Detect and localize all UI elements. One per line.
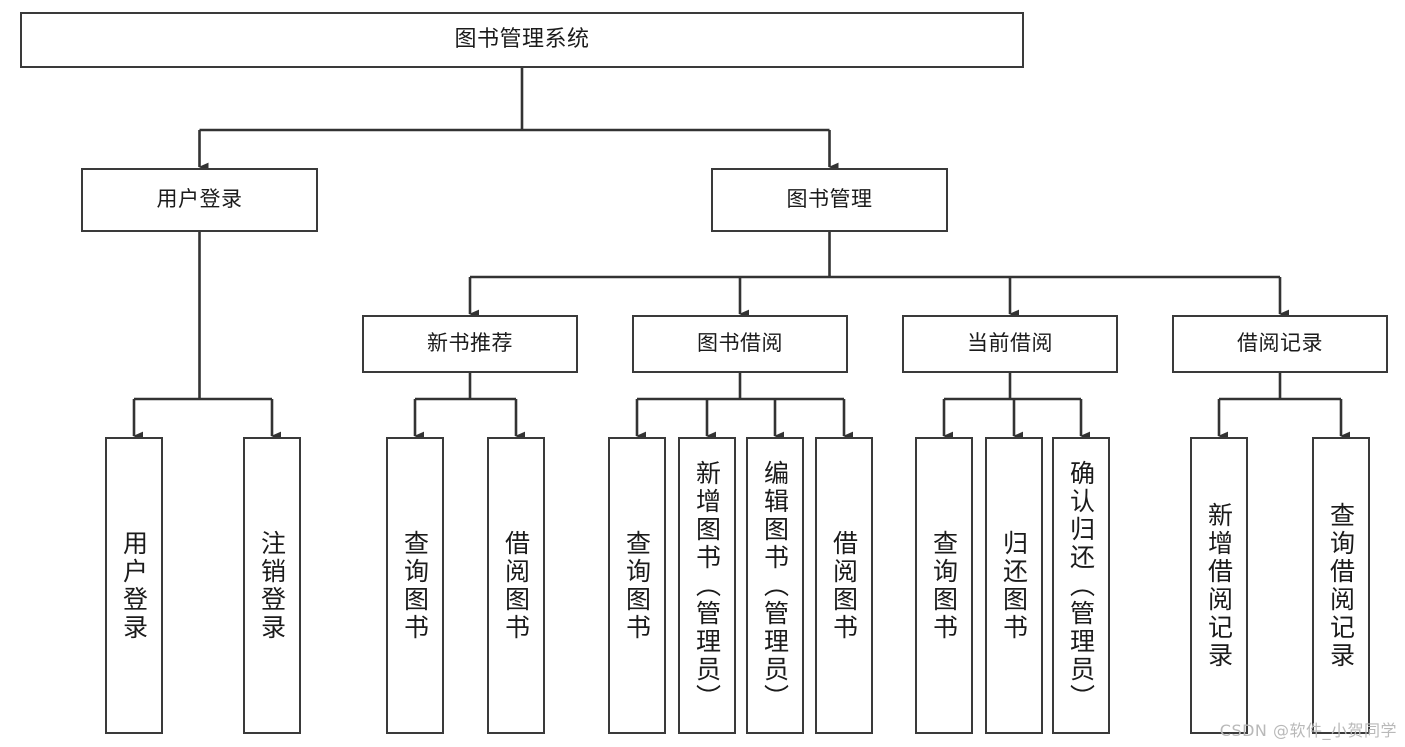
leaf-add-book-admin[interactable]: 新增图书（管理员） [678, 437, 736, 734]
node-root-label: 图书管理系统 [454, 26, 590, 52]
leaf-return-book-label: 归还图书 [999, 529, 1029, 642]
node-new-book-recommend-label: 新书推荐 [427, 331, 513, 356]
leaf-borrow-query-book[interactable]: 查询图书 [608, 437, 666, 734]
leaf-user-login-label: 用户登录 [119, 529, 149, 642]
leaf-confirm-return-admin-label: 确认归还（管理员） [1066, 459, 1096, 712]
leaf-new-query-book[interactable]: 查询图书 [386, 437, 444, 734]
leaf-borrow-query-book-label: 查询图书 [622, 529, 652, 642]
leaf-current-query-book-label: 查询图书 [929, 529, 959, 642]
leaf-current-query-book[interactable]: 查询图书 [915, 437, 973, 734]
leaf-add-book-admin-label: 新增图书（管理员） [692, 459, 722, 712]
node-book-management-label: 图书管理 [786, 187, 873, 212]
node-user-login-label: 用户登录 [156, 187, 243, 212]
node-root[interactable]: 图书管理系统 [20, 12, 1024, 68]
leaf-confirm-return-admin[interactable]: 确认归还（管理员） [1052, 437, 1110, 734]
leaf-edit-book-admin[interactable]: 编辑图书（管理员） [746, 437, 804, 734]
watermark: CSDN @软件_小贺同学 [1219, 721, 1397, 740]
node-borrow-records[interactable]: 借阅记录 [1172, 315, 1388, 373]
leaf-logout-label: 注销登录 [257, 529, 287, 642]
node-new-book-recommend[interactable]: 新书推荐 [362, 315, 578, 373]
node-borrow-records-label: 借阅记录 [1237, 331, 1323, 356]
node-current-borrow[interactable]: 当前借阅 [902, 315, 1118, 373]
node-book-borrow-label: 图书借阅 [697, 331, 783, 356]
leaf-query-borrow-record-label: 查询借阅记录 [1326, 501, 1356, 670]
leaf-borrow-book[interactable]: 借阅图书 [815, 437, 873, 734]
leaf-new-borrow-book-label: 借阅图书 [501, 529, 531, 642]
tree-connectors [132, 68, 1351, 441]
node-current-borrow-label: 当前借阅 [967, 331, 1053, 356]
leaf-user-login[interactable]: 用户登录 [105, 437, 163, 734]
leaf-new-borrow-book[interactable]: 借阅图书 [487, 437, 545, 734]
leaf-logout[interactable]: 注销登录 [243, 437, 301, 734]
leaf-return-book[interactable]: 归还图书 [985, 437, 1043, 734]
node-book-borrow[interactable]: 图书借阅 [632, 315, 848, 373]
leaf-edit-book-admin-label: 编辑图书（管理员） [760, 459, 790, 712]
leaf-borrow-book-label: 借阅图书 [829, 529, 859, 642]
leaf-query-borrow-record[interactable]: 查询借阅记录 [1312, 437, 1370, 734]
leaf-add-borrow-record-label: 新增借阅记录 [1204, 501, 1234, 670]
node-book-management[interactable]: 图书管理 [711, 168, 948, 232]
leaf-new-query-book-label: 查询图书 [400, 529, 430, 642]
node-user-login[interactable]: 用户登录 [81, 168, 318, 232]
leaf-add-borrow-record[interactable]: 新增借阅记录 [1190, 437, 1248, 734]
